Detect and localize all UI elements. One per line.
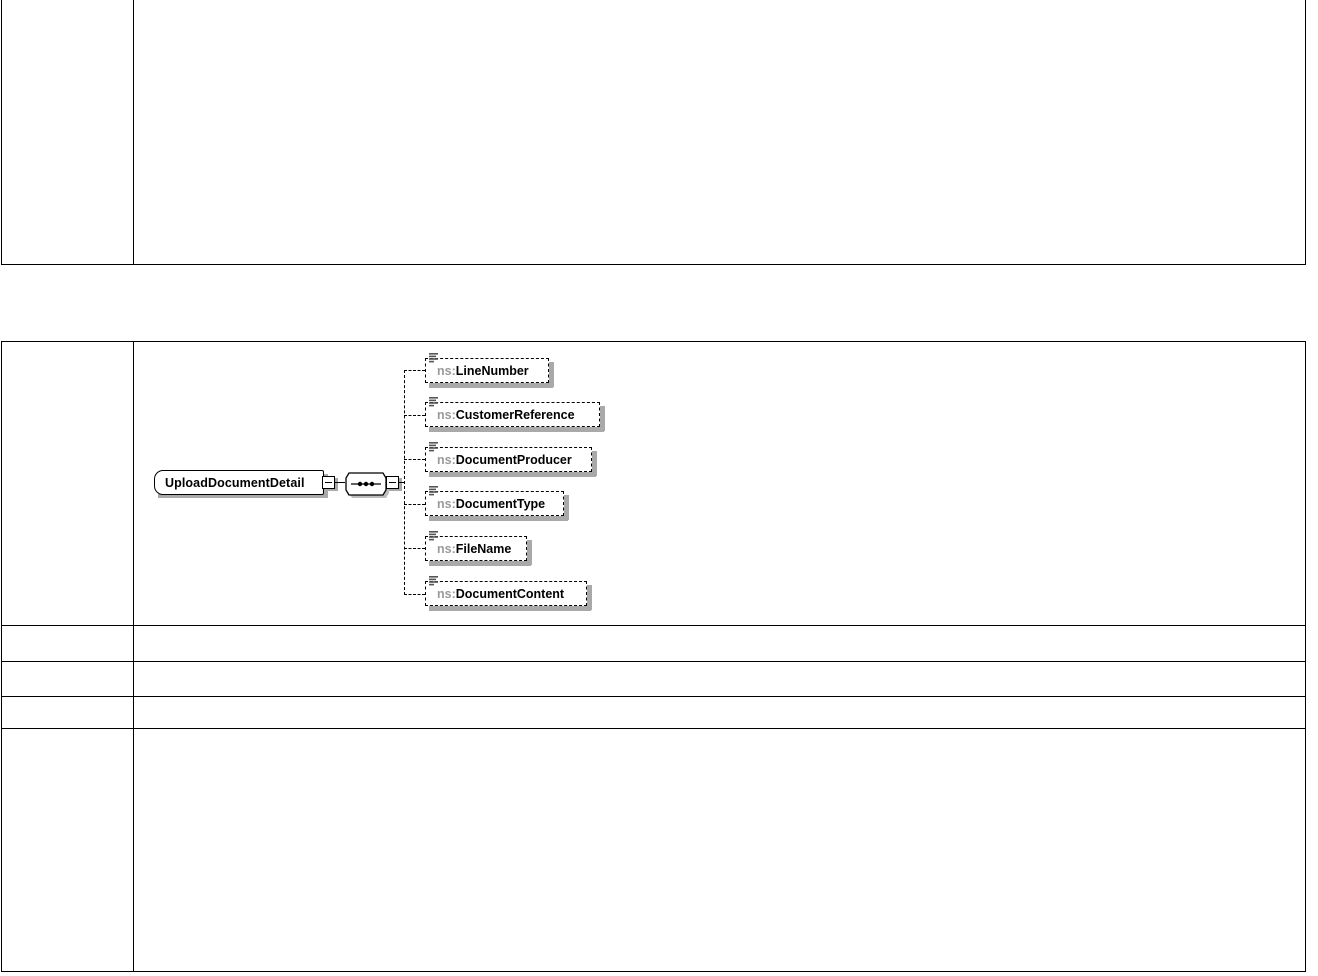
element-list-icon — [429, 442, 439, 453]
element-list-icon — [429, 486, 439, 497]
sequence-octagon-svg — [345, 472, 389, 498]
element-name: DocumentProducer — [455, 452, 572, 467]
connector-branch — [404, 370, 425, 371]
namespace-prefix: ns: — [437, 586, 456, 601]
connector-branch — [404, 504, 425, 505]
connector-line — [335, 482, 345, 483]
row-divider — [2, 696, 1305, 697]
child-node-shadow — [549, 362, 554, 387]
child-node-shadow — [600, 406, 605, 431]
connector-trunk-vertical — [404, 370, 405, 595]
element-name: DocumentContent — [455, 586, 565, 601]
element-name: LineNumber — [455, 363, 529, 378]
collapse-minus-icon-root[interactable] — [322, 476, 335, 489]
namespace-prefix: ns: — [437, 452, 456, 467]
row-divider — [2, 661, 1305, 662]
sequence-compositor-icon[interactable] — [343, 470, 391, 500]
child-node-shadow — [429, 516, 568, 521]
child-element-node-documentproducer[interactable]: ns:DocumentProducer — [425, 442, 592, 472]
child-node-shadow — [429, 427, 604, 432]
child-node-shadow — [564, 495, 569, 520]
child-element-node-documentcontent[interactable]: ns:DocumentContent — [425, 576, 587, 606]
element-name: DocumentType — [455, 496, 546, 511]
collapse-minus-icon-sequence[interactable] — [386, 476, 399, 489]
root-element-label: UploadDocumentDetail — [165, 475, 305, 490]
connector-branch — [404, 594, 425, 595]
row-divider — [2, 728, 1305, 729]
child-node-shadow — [429, 606, 591, 611]
namespace-prefix: ns: — [437, 363, 456, 378]
root-node-shadow — [158, 494, 328, 498]
child-node-shadow — [429, 383, 553, 388]
element-detail-table — [1, 341, 1306, 972]
connector-branch — [404, 415, 425, 416]
element-list-icon — [429, 576, 439, 587]
child-element-node-filename[interactable]: ns:FileName — [425, 531, 527, 561]
connector-branch — [404, 548, 425, 549]
namespace-prefix: ns: — [437, 496, 456, 511]
table-column-divider — [133, 342, 134, 971]
namespace-prefix: ns: — [437, 407, 456, 422]
connector-branch — [404, 459, 425, 460]
element-list-icon — [429, 397, 439, 408]
root-element-node[interactable]: UploadDocumentDetail — [154, 470, 324, 495]
child-node-shadow — [527, 540, 532, 565]
element-list-icon — [429, 531, 439, 542]
child-node-shadow — [429, 561, 531, 566]
child-node-shadow — [592, 451, 597, 476]
child-node-shadow — [429, 472, 596, 477]
child-element-node-customerreference[interactable]: ns:CustomerReference — [425, 397, 600, 427]
connector-line — [399, 482, 405, 483]
row-divider — [2, 625, 1305, 626]
element-name: FileName — [455, 541, 512, 556]
properties-table-top — [1, 0, 1306, 265]
child-element-node-documenttype[interactable]: ns:DocumentType — [425, 486, 564, 516]
child-element-node-linenumber[interactable]: ns:LineNumber — [425, 353, 549, 383]
element-name: CustomerReference — [455, 407, 575, 422]
child-node-shadow — [587, 585, 592, 610]
namespace-prefix: ns: — [437, 541, 456, 556]
element-list-icon — [429, 353, 439, 364]
table-column-divider — [133, 0, 134, 264]
